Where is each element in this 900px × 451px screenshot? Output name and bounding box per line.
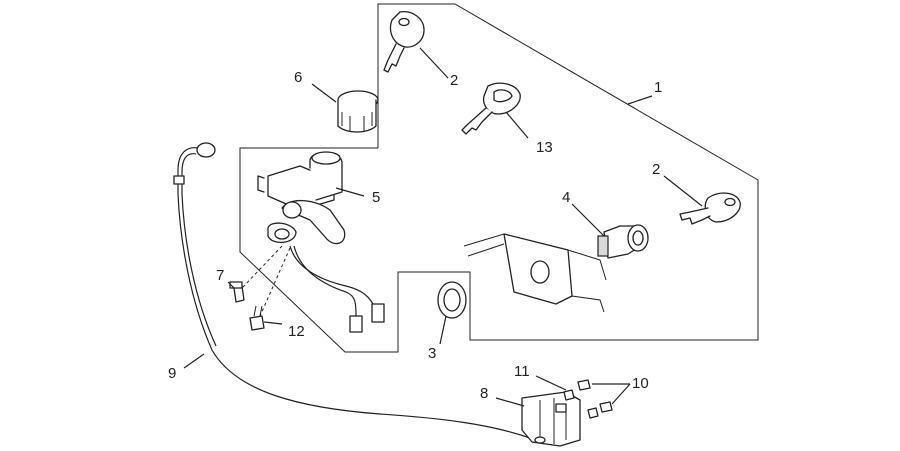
ignition-switch-part-5: [257, 151, 385, 333]
callout-13: 13: [536, 139, 553, 156]
callout-3: 3: [428, 345, 436, 362]
cap-part-6: [337, 90, 379, 133]
mounting-bracket: [463, 233, 607, 313]
callout-10: 10: [632, 375, 649, 392]
latch-bracket-part-8: [521, 391, 581, 447]
key-part-2-lower: [679, 192, 741, 225]
screw-part-7: [229, 281, 245, 303]
callout-12: 12: [288, 323, 305, 340]
key-part-13: [461, 82, 521, 135]
ring-part-3: [437, 281, 467, 319]
callout-9: 9: [168, 365, 176, 382]
callout-8: 8: [480, 385, 488, 402]
callout-1: 1: [654, 79, 662, 96]
lock-barrel-part-4: [597, 224, 649, 259]
callout-11: 11: [514, 363, 530, 380]
callout-5: 5: [372, 189, 380, 206]
callout-2-upper: 2: [450, 72, 458, 89]
key-part-2-upper: [383, 11, 425, 73]
kit-outline: [239, 3, 759, 353]
leader-lines: [183, 47, 703, 407]
callout-2-lower: 2: [652, 161, 660, 178]
callout-4: 4: [562, 189, 570, 206]
cable-part-9: [173, 142, 531, 439]
bolt-part-12: [249, 305, 265, 331]
screws-part-10-11: [563, 379, 613, 419]
callout-6: 6: [294, 69, 302, 86]
callout-7: 7: [216, 267, 224, 284]
